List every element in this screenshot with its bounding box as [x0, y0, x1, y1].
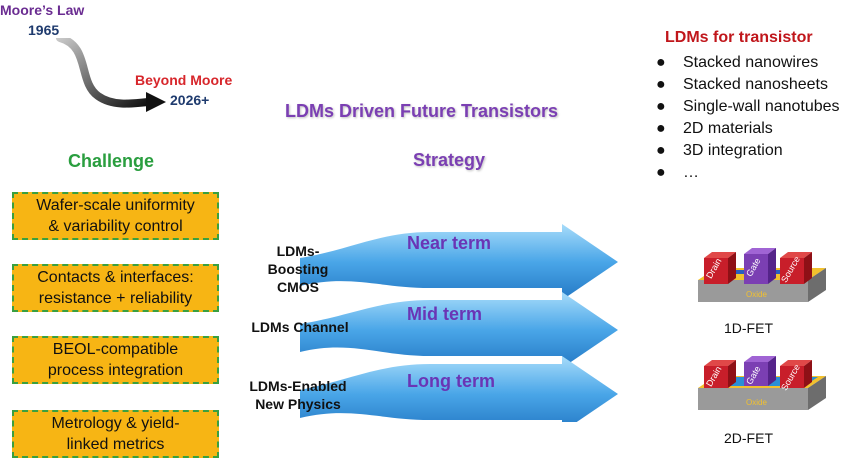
ldm-list-title: LDMs for transistor	[665, 29, 813, 46]
beyond-moore-year: 2026+	[170, 92, 210, 108]
mid-term-arrow-icon	[300, 292, 618, 368]
strategy-label-boosting-cmos: LDMs-Boosting CMOS	[267, 243, 329, 295]
ldm-list-item: ●Stacked nanowires	[656, 54, 819, 71]
timeline-arrow-icon	[56, 38, 166, 112]
strategy-arrows	[300, 224, 618, 422]
challenge-box-uniformity: Wafer-scale uniformity & variability con…	[12, 192, 219, 240]
1d-fet-label: 1D-FET	[724, 320, 773, 336]
challenge-title: Challenge	[68, 151, 155, 171]
2d-fet-label: 2D-FET	[724, 430, 773, 446]
2d-fet-device-icon: Drain Gate Source Oxide	[698, 356, 826, 410]
ldm-list: ●Stacked nanowires ●Stacked nanosheets ●…	[656, 52, 840, 184]
strategy-label-channel: LDMs Channel	[251, 319, 349, 335]
near-term-arrow-icon	[300, 224, 618, 300]
ldm-list-item: ●Stacked nanosheets	[656, 76, 828, 93]
ldm-list-item: ●2D materials	[656, 120, 773, 137]
main-title: LDMs Driven Future Transistors	[285, 101, 559, 121]
oxide-label: Oxide	[746, 398, 767, 407]
strategy-label-new-physics: LDMs-Enabled New Physics	[249, 378, 347, 412]
challenge-box-metrology: Metrology & yield- linked metrics	[12, 410, 219, 458]
1d-fet-device-icon: Drain Gate Source Oxide	[698, 248, 826, 302]
beyond-moore-title: Beyond Moore	[135, 72, 233, 88]
ldm-list-item: ●3D integration	[656, 142, 783, 159]
oxide-label: Oxide	[746, 290, 767, 299]
ldm-list-item: ●Single-wall nanotubes	[656, 98, 840, 115]
challenge-box-contacts: Contacts & interfaces: resistance + reli…	[12, 264, 219, 312]
mid-term-label: Mid term	[407, 304, 483, 324]
strategy-title: Strategy	[413, 150, 486, 170]
long-term-label: Long term	[407, 371, 495, 391]
challenge-box-beol: BEOL-compatible process integration	[12, 336, 219, 384]
near-term-label: Near term	[407, 233, 492, 253]
long-term-arrow-icon	[300, 356, 618, 422]
ldm-list-item: ●…	[656, 164, 699, 181]
moores-law-year: 1965	[28, 22, 60, 38]
moores-law-title: Moore’s Law	[0, 2, 85, 18]
